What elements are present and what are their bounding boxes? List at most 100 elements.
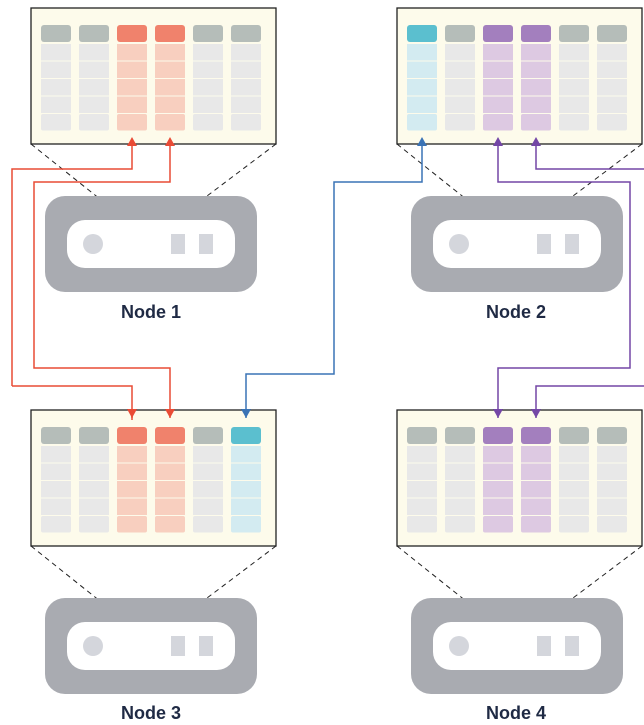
column-header <box>117 25 147 42</box>
column-header <box>445 25 475 42</box>
table-cell <box>445 61 475 78</box>
node-2-column-5 <box>559 25 589 131</box>
table-cell <box>445 498 475 515</box>
table-cell <box>193 61 223 78</box>
table-cell <box>79 516 109 533</box>
table-cell <box>41 446 71 463</box>
table-cell <box>407 516 437 533</box>
column-header <box>521 25 551 42</box>
node-1-column-4 <box>155 25 185 131</box>
table-cell <box>483 498 513 515</box>
table-cell <box>483 96 513 113</box>
table-cell <box>193 481 223 498</box>
node-1-column-3 <box>117 25 147 131</box>
table-cell <box>41 114 71 131</box>
table-cell <box>483 79 513 96</box>
node-4-server-icon <box>411 598 623 694</box>
table-cell <box>79 79 109 96</box>
table-cell <box>41 61 71 78</box>
table-cell <box>407 79 437 96</box>
table-cell <box>117 61 147 78</box>
node-4-column-5 <box>559 427 589 533</box>
table-cell <box>521 96 551 113</box>
table-cell <box>155 446 185 463</box>
table-cell <box>597 79 627 96</box>
table-cell <box>41 481 71 498</box>
table-cell <box>521 114 551 131</box>
red-connector-b <box>33 146 171 418</box>
node-4-table <box>396 409 643 642</box>
table-cell <box>155 79 185 96</box>
node-3-server-icon <box>45 598 257 694</box>
table-cell <box>597 61 627 78</box>
node-4-label: Node 4 <box>486 703 546 723</box>
drive-bay-icon <box>537 636 551 656</box>
purple-arrowhead-a-bottom <box>493 409 503 418</box>
column-header <box>231 427 261 444</box>
table-cell <box>117 114 147 131</box>
table-cell <box>117 498 147 515</box>
tables-layer <box>30 7 643 642</box>
power-light-icon <box>83 636 103 656</box>
column-header <box>41 427 71 444</box>
table-cell <box>445 463 475 480</box>
power-light-icon <box>449 636 469 656</box>
column-header <box>407 427 437 444</box>
red-arrowhead-a-bottom <box>127 409 137 418</box>
table-cell <box>231 446 261 463</box>
node-2-column-3 <box>483 25 513 131</box>
table-cell <box>483 446 513 463</box>
blue-arrowhead-top <box>417 137 427 146</box>
table-cell <box>445 44 475 61</box>
node-4-column-2 <box>445 427 475 533</box>
table-cell <box>193 446 223 463</box>
table-cell <box>559 114 589 131</box>
table-cell <box>79 96 109 113</box>
table-cell <box>117 463 147 480</box>
power-light-icon <box>449 234 469 254</box>
column-header <box>193 427 223 444</box>
table-cell <box>597 96 627 113</box>
purple-arrowhead-b-bottom <box>531 409 541 418</box>
table-cell <box>445 516 475 533</box>
node-2-column-4 <box>521 25 551 131</box>
table-cell <box>597 44 627 61</box>
table-cell <box>521 498 551 515</box>
table-cell <box>521 61 551 78</box>
arrows-layer <box>11 137 644 420</box>
table-cell <box>155 463 185 480</box>
purple-arrowhead-a-top <box>493 137 503 146</box>
server-slot <box>67 622 235 670</box>
node-2-server-icon <box>411 196 623 292</box>
table-cell <box>445 481 475 498</box>
column-header <box>483 25 513 42</box>
table-cell <box>597 481 627 498</box>
column-header <box>117 427 147 444</box>
column-header <box>559 25 589 42</box>
table-cell <box>445 446 475 463</box>
purple-connector-b-upper <box>535 146 644 170</box>
red-arrowhead-b-top <box>165 137 175 146</box>
table-cell <box>117 79 147 96</box>
node-3-column-1 <box>41 427 71 533</box>
column-header <box>41 25 71 42</box>
red-arrowhead-b-bottom <box>165 409 175 418</box>
table-cell <box>559 44 589 61</box>
table-cell <box>117 44 147 61</box>
node-2-column-1 <box>407 25 437 131</box>
table-cell <box>79 61 109 78</box>
table-cell <box>407 114 437 131</box>
column-header <box>407 25 437 42</box>
node-4-column-3 <box>483 427 513 533</box>
node-2-column-2 <box>445 25 475 131</box>
table-cell <box>41 498 71 515</box>
table-cell <box>193 96 223 113</box>
labels-layer: Node 1 Node 2 Node 3 Node 4 <box>121 302 546 723</box>
column-header <box>79 25 109 42</box>
table-cell <box>79 446 109 463</box>
server-slot <box>433 220 601 268</box>
table-cell <box>521 516 551 533</box>
table-cell <box>407 96 437 113</box>
table-cell <box>117 516 147 533</box>
table-cell <box>407 463 437 480</box>
